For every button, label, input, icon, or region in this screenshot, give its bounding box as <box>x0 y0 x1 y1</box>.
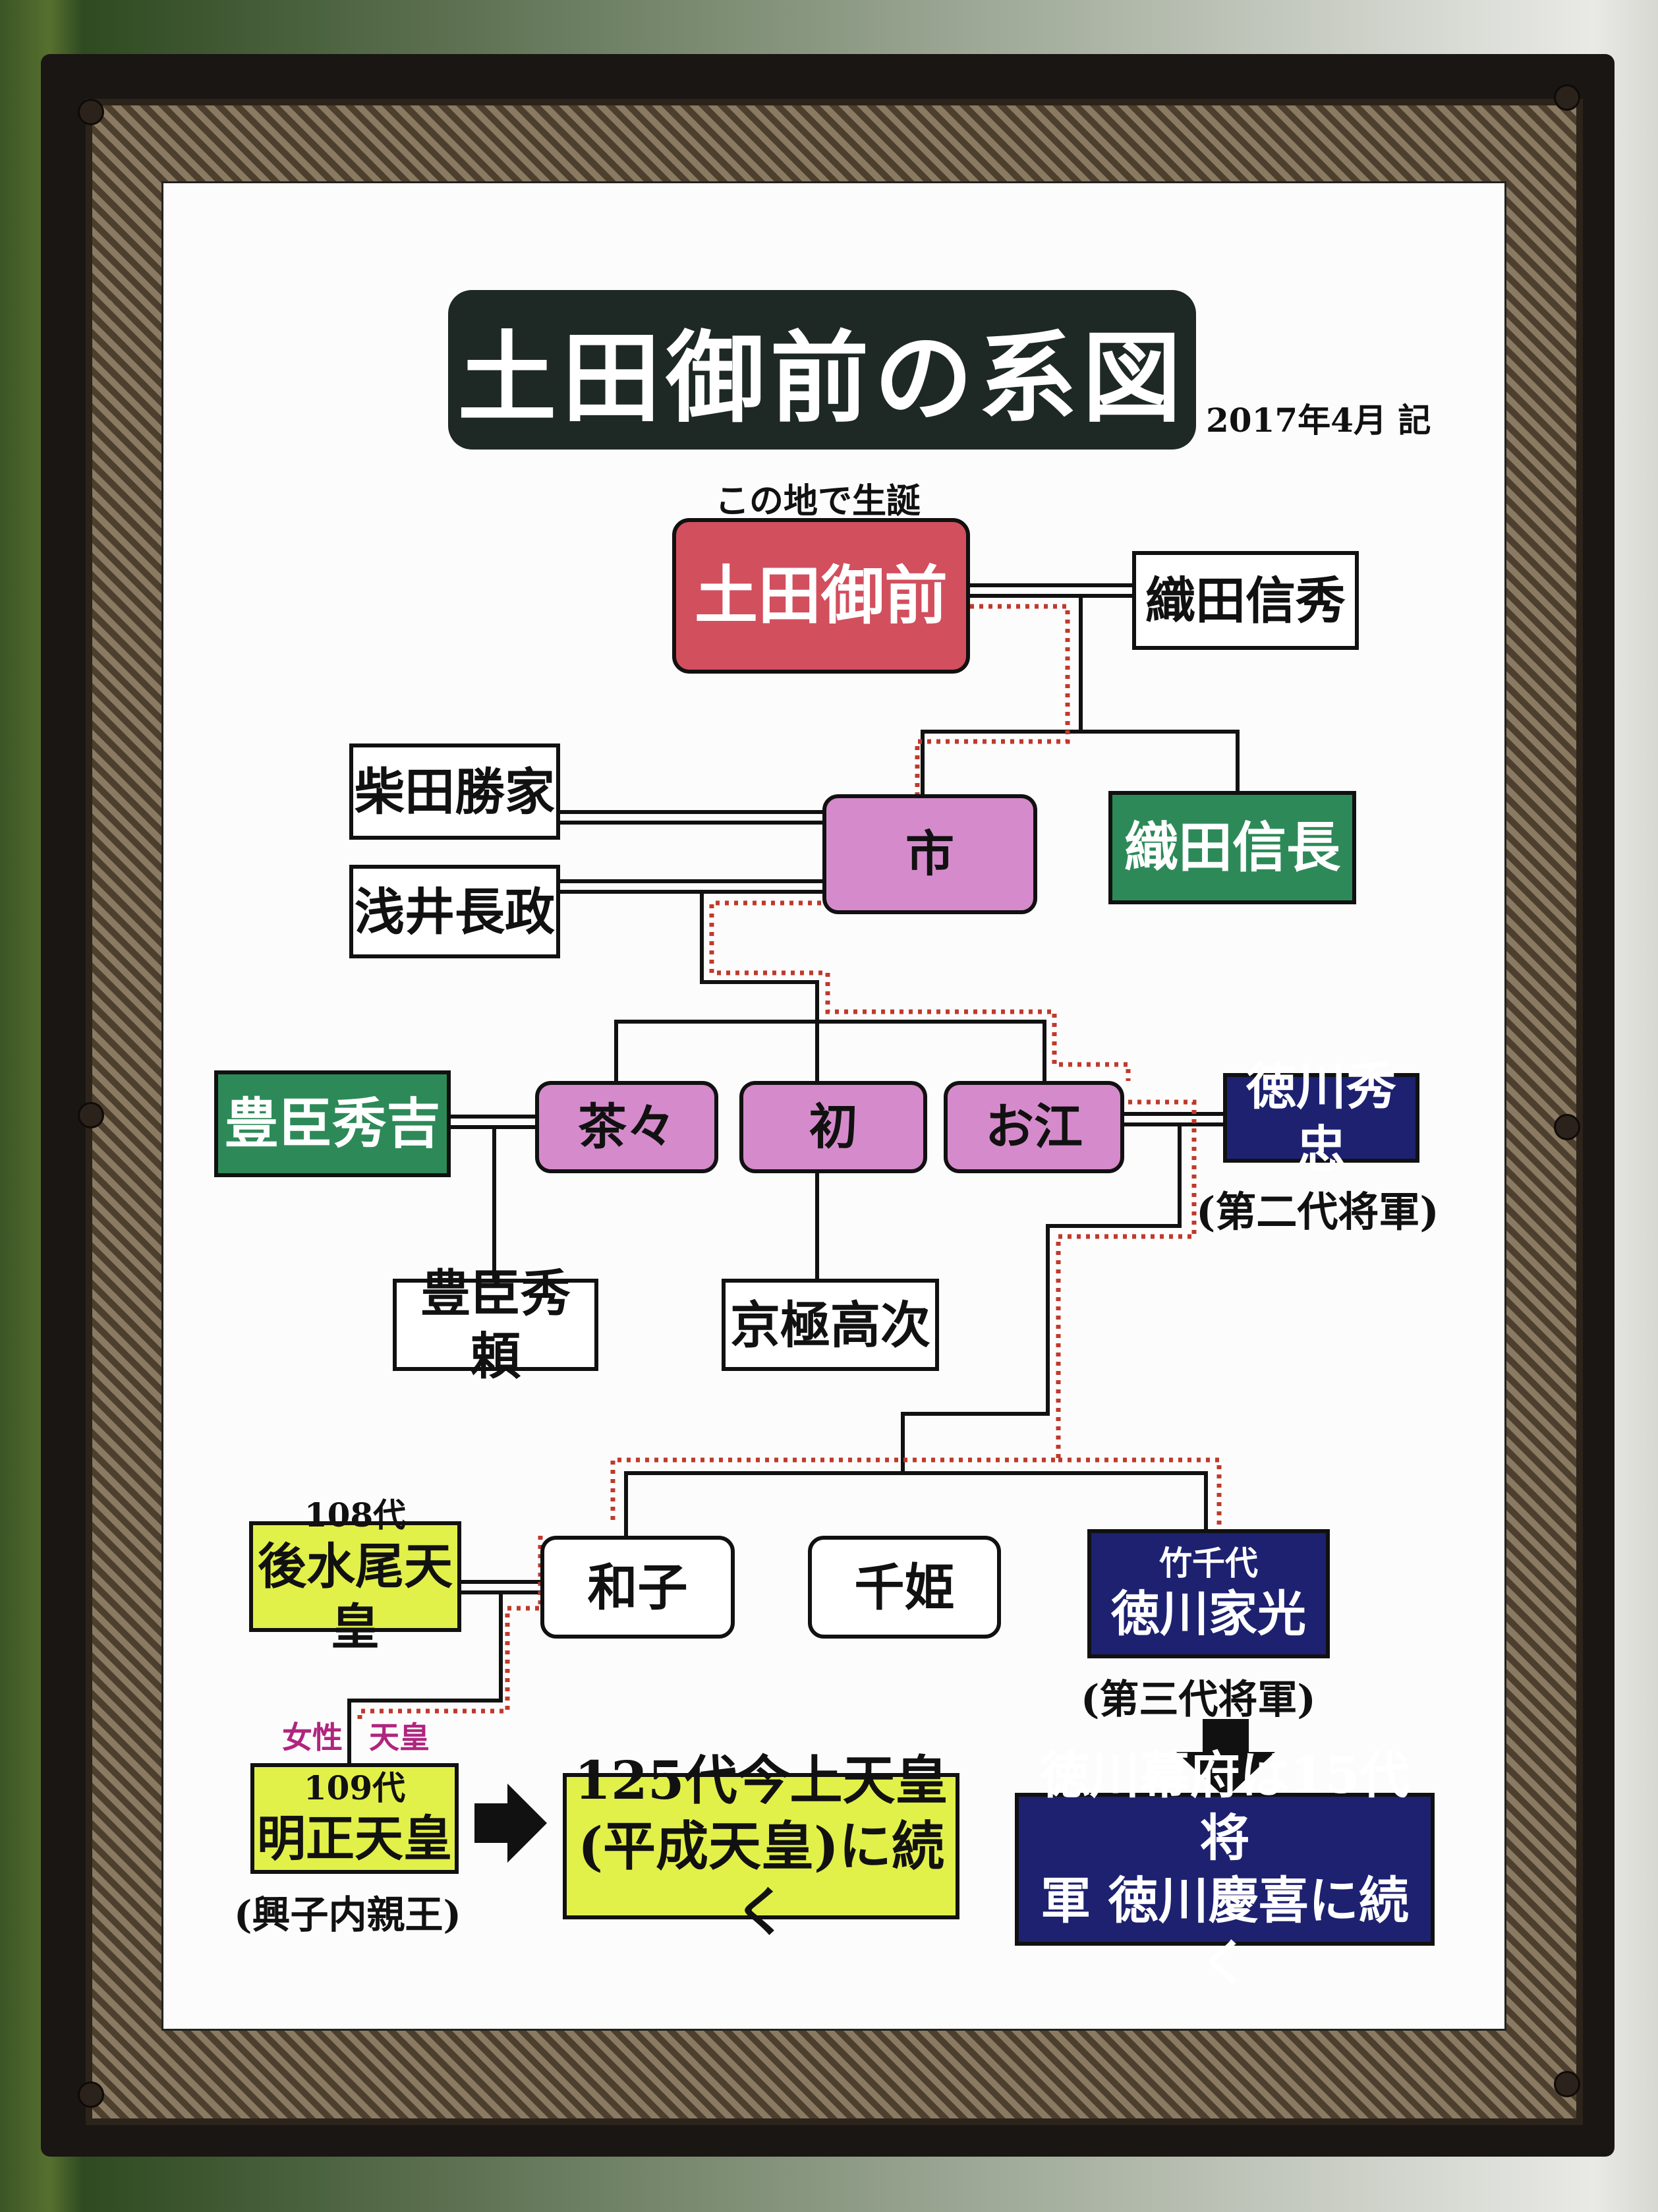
iemitsu-childhood-name: 竹千代 <box>1159 1543 1258 1583</box>
kyogoku-takatsugu-box: 京極高次 <box>722 1279 939 1371</box>
hatsu-box: 初 <box>739 1081 927 1173</box>
arrow-right-icon <box>474 1784 547 1863</box>
bolt-icon <box>1554 84 1580 111</box>
shibata-katsuie-box: 柴田勝家 <box>349 743 560 840</box>
oda-nobunaga-box: 織田信長 <box>1108 791 1356 904</box>
toyotomi-hideyori-box: 豊臣秀頼 <box>393 1264 598 1385</box>
bolt-icon <box>1554 1114 1580 1140</box>
bolt-icon <box>78 2081 104 2108</box>
shogun-line-2: 軍 徳川慶喜に続く <box>1041 1871 1409 1993</box>
ichi-box: 市 <box>822 794 1037 914</box>
gomizunoo-box: 108代 後水尾天皇 <box>249 1496 461 1656</box>
oda-nobuhide-box: 織田信秀 <box>1132 551 1359 650</box>
gomizunoo-name: 後水尾天皇 <box>258 1538 453 1656</box>
tokugawa-hidetada-box: 徳川秀忠 <box>1223 1057 1419 1179</box>
meisho-box: 109代 明正天皇 <box>250 1763 459 1874</box>
imperial-line-1: 125代今上天皇 <box>574 1749 948 1811</box>
hidetada-note: (第二代将軍) <box>1196 1188 1439 1236</box>
shogun-line-1: 徳川幕府は15代将 <box>1039 1746 1410 1867</box>
emperor-label: 天皇 <box>369 1720 430 1755</box>
chacha-box: 茶々 <box>535 1081 718 1173</box>
birth-note: この地で生誕 <box>715 481 921 521</box>
tokugawa-iemitsu-box: 竹千代 徳川家光 <box>1087 1529 1330 1658</box>
date-note: 2017年4月 記 <box>1206 401 1431 440</box>
meisho-name: 明正天皇 <box>257 1811 452 1867</box>
bolt-icon <box>78 1102 104 1128</box>
sign-title: 土田御前の系図 <box>448 290 1196 450</box>
toyotomi-hideyoshi-box: 豊臣秀吉 <box>214 1070 451 1177</box>
arrow-down-icon <box>1176 1719 1275 1798</box>
tsuchida-gozen-box: 土田御前 <box>672 518 970 674</box>
shogun-line-box: 徳川幕府は15代将 軍 徳川慶喜に続く <box>1015 1746 1435 1993</box>
azai-nagamasa-box: 浅井長政 <box>349 865 560 958</box>
meisho-generation: 109代 <box>303 1768 406 1807</box>
bolt-icon <box>1554 2071 1580 2097</box>
imperial-line-2: (平成天皇)に続く <box>578 1815 944 1943</box>
senhime-box: 千姫 <box>808 1536 1001 1639</box>
kazuko-box: 和子 <box>540 1536 735 1639</box>
bolt-icon <box>78 99 104 125</box>
gomizunoo-generation: 108代 <box>304 1496 407 1535</box>
go-box: お江 <box>944 1081 1124 1173</box>
iemitsu-name: 徳川家光 <box>1111 1586 1306 1643</box>
imperial-line-box: 125代今上天皇 (平成天皇)に続く <box>563 1749 959 1943</box>
iemitsu-note: (第三代将軍) <box>1081 1677 1316 1723</box>
meisho-note: (興子内親王) <box>234 1892 461 1937</box>
female-label: 女性 <box>282 1720 343 1755</box>
